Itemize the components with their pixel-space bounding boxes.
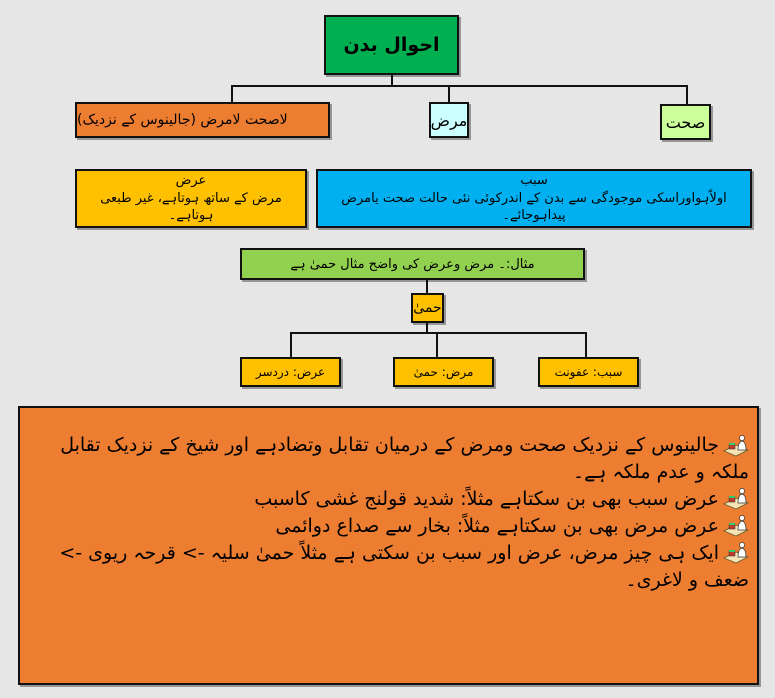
notes-panel: جالینوس کے نزدیک صحت ومرض کے درمیان تقاب… (18, 406, 759, 685)
root-node-ahwal-badan: احوال بدن (324, 15, 459, 75)
node-label: لاصحت لامرض (جالینوس کے نزدیک) (77, 112, 288, 128)
definition-title: سبب (520, 173, 548, 189)
connector-to-sabab-ex (585, 332, 587, 357)
example-child-arz: عرض: دردسر (240, 357, 341, 387)
note-item: ایک ہی چیز مرض، عرض اور سبب بن سکتی ہے م… (30, 540, 749, 594)
scholar-reading-icon (723, 514, 749, 538)
connector-root-down (391, 75, 393, 86)
connector-to-marz (448, 85, 450, 102)
note-text: جالینوس کے نزدیک صحت ومرض کے درمیان تقاب… (60, 434, 749, 483)
scholar-reading-icon (723, 434, 749, 458)
example-child-label: عرض: دردسر (255, 365, 326, 379)
note-text: ایک ہی چیز مرض، عرض اور سبب بن سکتی ہے م… (59, 541, 749, 591)
definition-arz: عرض مرض کے ساتھ ہوتاہے، غیر طبعی ہوتاہے۔ (75, 169, 307, 228)
example-heading: مثال:۔ مرض وعرض کی واضح مثال حمیٰ ہے (240, 248, 585, 280)
connector-humma-down (426, 323, 428, 333)
connector-to-marz-ex (436, 332, 438, 357)
example-center-humma: حمیٰ (411, 293, 444, 323)
connector-to-sehat (686, 85, 688, 104)
definition-title: عرض (175, 173, 207, 189)
node-label: صحت (665, 112, 706, 132)
definition-text: اولاًہواوراسکی موجودگی سے بدن کے اندرکوئ… (341, 190, 727, 224)
example-child-label: مرض: حمیٰ (413, 365, 474, 379)
node-marz: مرض (429, 102, 469, 138)
note-text: عرض سبب بھی بن سکتاہے مثلاً: شدید قولنج … (254, 487, 719, 510)
note-text: عرض مرض بھی بن سکتاہے مثلاً: بخار سے صدا… (275, 514, 719, 537)
connector-examples-bar (290, 332, 586, 334)
note-item: جالینوس کے نزدیک صحت ومرض کے درمیان تقاب… (30, 432, 749, 486)
connector-to-arz-ex (290, 332, 292, 357)
example-child-sabab: سبب: عفونت (538, 357, 639, 387)
node-la-sehat-la-marz: لاصحت لامرض (جالینوس کے نزدیک) (75, 102, 330, 138)
root-label: احوال بدن (343, 34, 440, 56)
example-center-label: حمیٰ (413, 300, 442, 316)
example-child-marz: مرض: حمیٰ (393, 357, 494, 387)
connector-to-lahsehat (231, 85, 233, 102)
example-child-label: سبب: عفونت (554, 365, 623, 379)
scholar-reading-icon (723, 541, 749, 565)
note-item: عرض سبب بھی بن سکتاہے مثلاً: شدید قولنج … (30, 486, 749, 513)
definition-text: مرض کے ساتھ ہوتاہے، غیر طبعی ہوتاہے۔ (100, 190, 282, 224)
node-label: مرض (430, 110, 468, 130)
connector-misal-to-humma (426, 280, 428, 293)
connector-level1-bar (231, 85, 688, 87)
note-item: عرض مرض بھی بن سکتاہے مثلاً: بخار سے صدا… (30, 513, 749, 540)
scholar-reading-icon (723, 487, 749, 511)
example-heading-text: مثال:۔ مرض وعرض کی واضح مثال حمیٰ ہے (290, 256, 535, 272)
node-sehat: صحت (660, 104, 711, 140)
definition-sabab: سبب اولاًہواوراسکی موجودگی سے بدن کے اند… (316, 169, 752, 228)
